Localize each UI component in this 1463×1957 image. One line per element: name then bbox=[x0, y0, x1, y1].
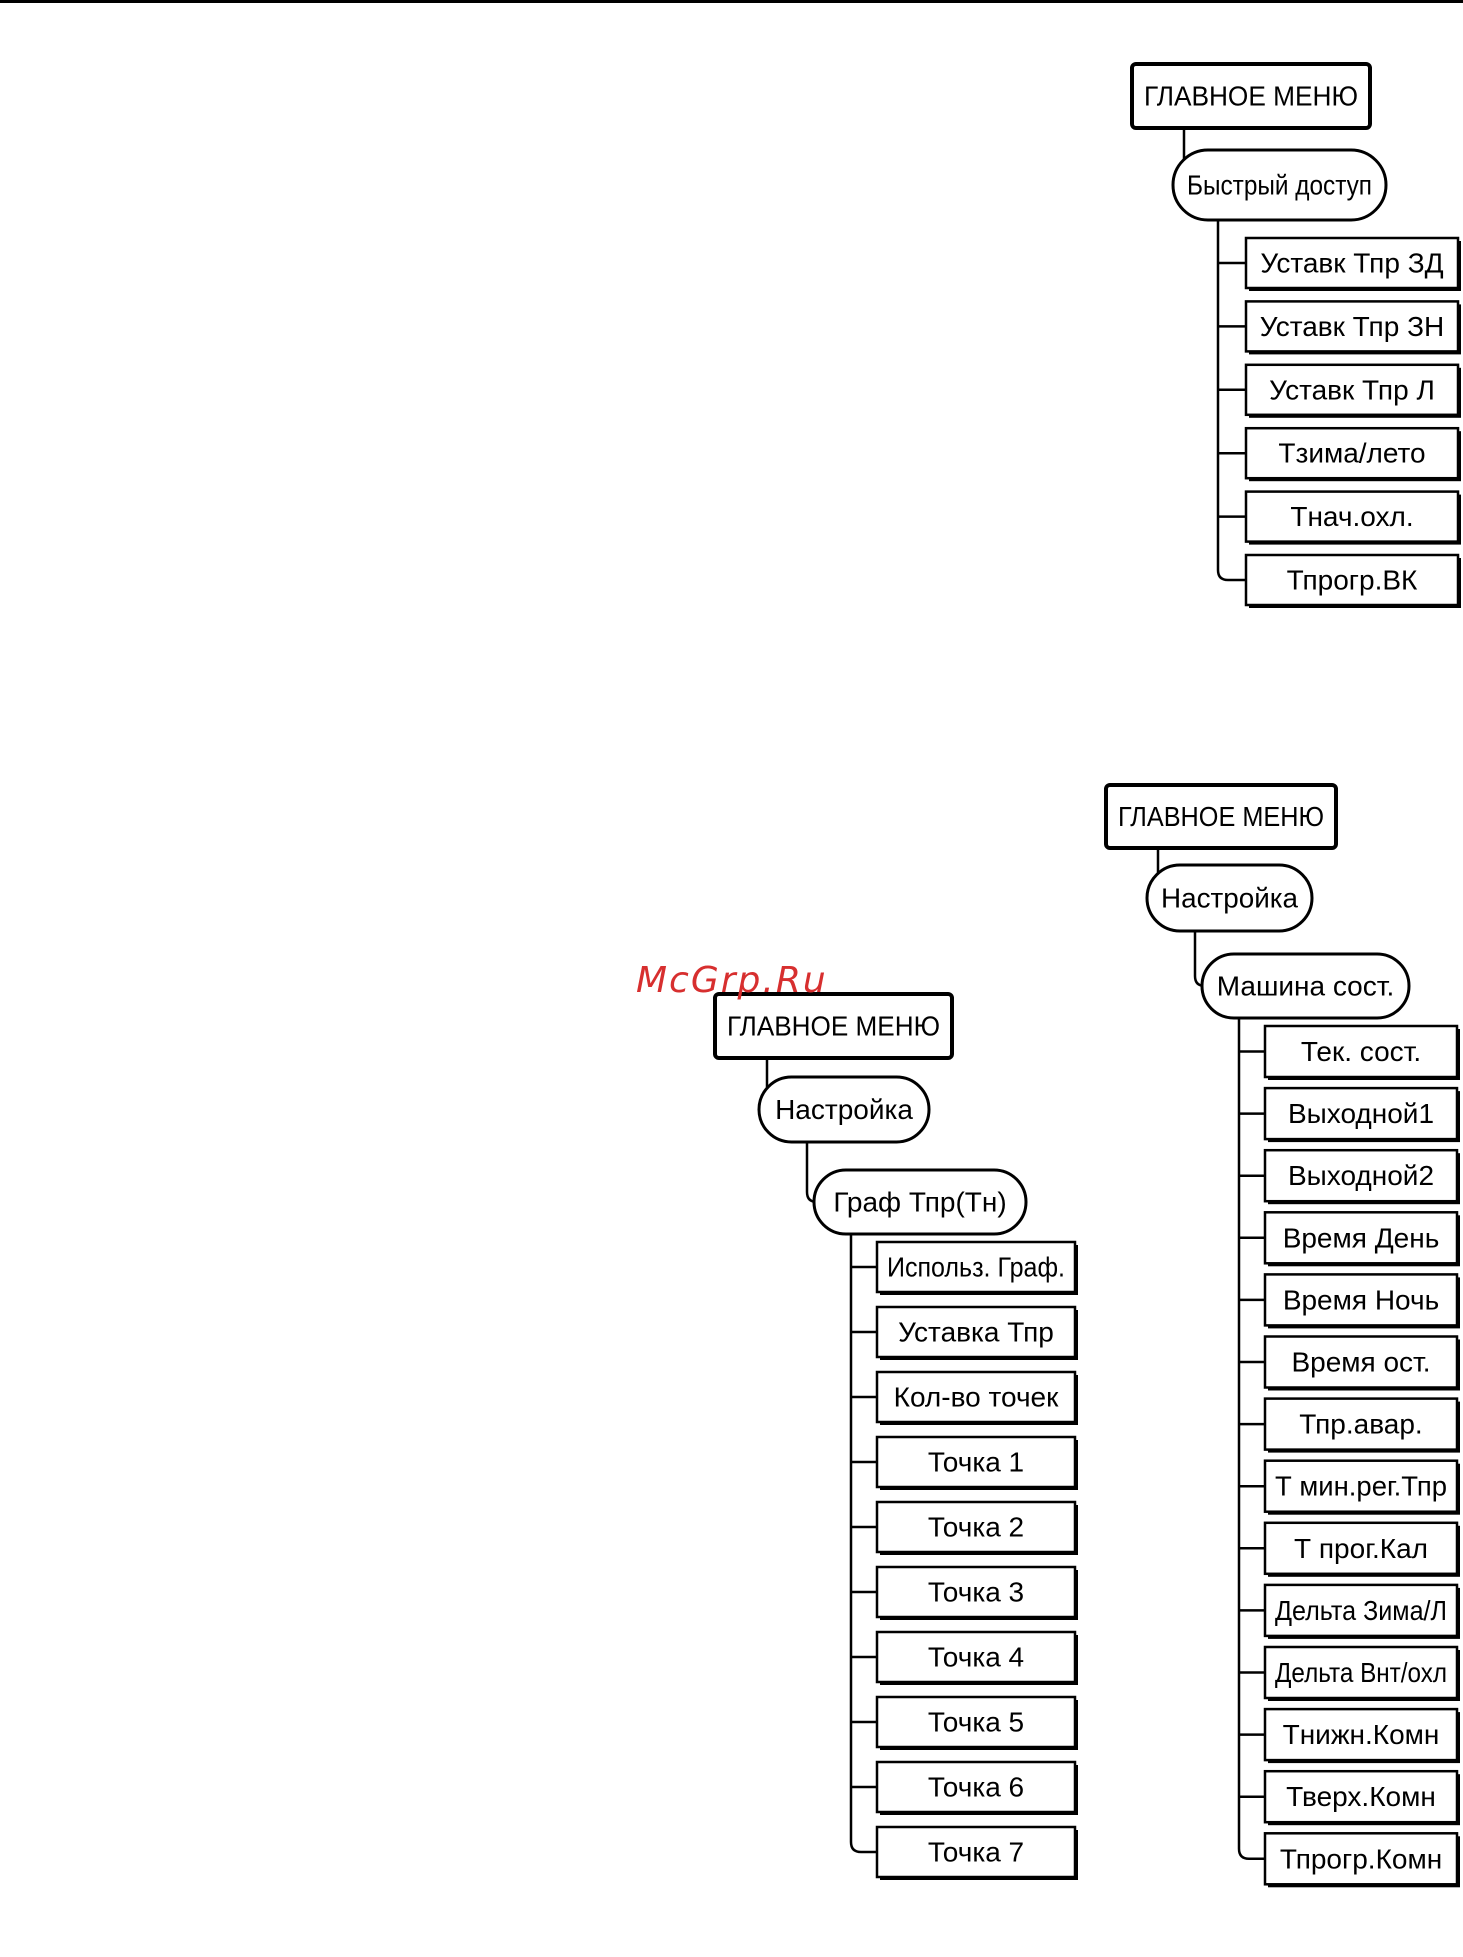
submenu-oval bbox=[812, 1168, 1028, 1236]
submenu-oval bbox=[1171, 148, 1388, 222]
submenu-oval bbox=[1200, 952, 1411, 1020]
menu-item-label: Точка 3 bbox=[928, 1577, 1024, 1608]
menu-item-label: Точка 2 bbox=[928, 1512, 1024, 1543]
menu-item-label: Уставк Тпр ЗД bbox=[1260, 248, 1443, 279]
menu-item-label: Уставка Тпр bbox=[898, 1317, 1054, 1348]
main-menu-box bbox=[1104, 783, 1338, 850]
menu-item-box bbox=[1244, 363, 1460, 417]
menu-item-box bbox=[1244, 300, 1460, 353]
submenu-label: Быстрый доступ bbox=[1187, 170, 1372, 201]
menu-item-label: Дельта Зима/Л bbox=[1275, 1595, 1447, 1626]
menu-tree-2 bbox=[713, 992, 1078, 1880]
menu-item-box bbox=[875, 1370, 1077, 1424]
menu-item-label: Выходной2 bbox=[1288, 1160, 1434, 1191]
menu-item-box bbox=[875, 1435, 1077, 1489]
menu-item-label: Тнижн.Комн bbox=[1283, 1719, 1440, 1750]
items-spine-line bbox=[849, 1234, 877, 1854]
menu-item-box bbox=[1263, 1335, 1459, 1389]
main-menu-box bbox=[1130, 62, 1372, 130]
menu-item-box bbox=[1263, 1769, 1459, 1824]
menu-item-label: Выходной1 bbox=[1288, 1098, 1434, 1129]
menu-item-box bbox=[1263, 1397, 1459, 1451]
menu-item-box bbox=[875, 1565, 1077, 1619]
menu-item-box bbox=[1263, 1459, 1459, 1513]
menu-item-box bbox=[875, 1825, 1077, 1879]
menu-item-label: Точка 1 bbox=[928, 1447, 1024, 1478]
main-menu-box bbox=[713, 992, 954, 1060]
menu-item-box bbox=[875, 1240, 1077, 1294]
menu-item-label: Кол-во точек bbox=[894, 1382, 1059, 1413]
menu-item-box bbox=[1244, 236, 1460, 290]
items-spine-line bbox=[1237, 1018, 1265, 1861]
menu-item-box bbox=[1263, 1583, 1459, 1638]
submenu-oval bbox=[757, 1075, 931, 1144]
menu-item-box bbox=[1263, 1211, 1459, 1265]
menu-item-label: Т мин.рег.Тпр bbox=[1275, 1471, 1447, 1502]
top-border-line bbox=[0, 0, 1463, 3]
menu-item-box bbox=[1263, 1273, 1459, 1327]
menu-item-label: Точка 4 bbox=[928, 1642, 1024, 1673]
menu-item-label: Время День bbox=[1283, 1222, 1440, 1253]
menu-item-box bbox=[1244, 553, 1460, 607]
menu-item-label: Тверх.Комн bbox=[1286, 1781, 1436, 1812]
menu-item-box bbox=[1263, 1148, 1459, 1203]
menu-item-box bbox=[875, 1760, 1077, 1814]
menu-item-label: Тпр.авар. bbox=[1299, 1409, 1422, 1440]
menu-item-box bbox=[1263, 1086, 1459, 1141]
menu-item-label: Точка 7 bbox=[928, 1837, 1024, 1868]
menu-item-box bbox=[875, 1695, 1077, 1749]
menu-item-label: Время ост. bbox=[1291, 1347, 1430, 1378]
items-spine-line bbox=[1216, 220, 1246, 582]
menu-item-box bbox=[875, 1500, 1077, 1554]
menu-item-label: Тпрогр.Комн bbox=[1280, 1843, 1442, 1874]
menu-item-label: Уставк Тпр ЗН bbox=[1260, 311, 1444, 342]
menu-item-box bbox=[1244, 490, 1460, 543]
menu-item-label: Т прог.Кал bbox=[1294, 1533, 1428, 1564]
main-menu-label: ГЛАВНОЕ МЕНЮ bbox=[1118, 801, 1324, 832]
submenu-label: Настройка bbox=[775, 1094, 913, 1125]
menu-item-box bbox=[1263, 1707, 1459, 1762]
menu-tree-0 bbox=[1130, 62, 1461, 608]
submenu-label: Настройка bbox=[1161, 883, 1298, 914]
menu-item-box bbox=[1244, 426, 1460, 480]
menu-item-label: Тек. сост. bbox=[1301, 1036, 1421, 1067]
menu-item-label: Точка 5 bbox=[928, 1707, 1024, 1738]
menu-item-box bbox=[1263, 1024, 1459, 1079]
submenu-label: Граф Тпр(Тн) bbox=[833, 1187, 1006, 1218]
watermark-text: McGrp.Ru bbox=[636, 960, 828, 1001]
menu-item-box bbox=[1263, 1832, 1459, 1886]
menu-item-label: Точка 6 bbox=[928, 1772, 1024, 1803]
menu-item-box bbox=[1263, 1521, 1459, 1576]
menu-item-label: Тнач.охл. bbox=[1290, 501, 1413, 532]
menu-item-label: Уставк Тпр Л bbox=[1269, 374, 1435, 405]
menu-item-label: Использ. Граф. bbox=[887, 1252, 1065, 1283]
main-menu-label: ГЛАВНОЕ МЕНЮ bbox=[727, 1011, 940, 1042]
menu-item-label: Дельта Внт/охл bbox=[1275, 1657, 1447, 1688]
menu-tree-1 bbox=[1104, 783, 1460, 1888]
submenu-label: Машина сост. bbox=[1217, 971, 1395, 1002]
main-menu-label: ГЛАВНОЕ МЕНЮ bbox=[1144, 81, 1358, 112]
submenu-oval bbox=[1145, 863, 1314, 933]
menu-item-box bbox=[1263, 1645, 1459, 1700]
menu-item-box bbox=[875, 1305, 1077, 1359]
menu-item-label: Время Ночь bbox=[1283, 1284, 1439, 1315]
menu-item-label: Тзима/лето bbox=[1278, 438, 1425, 469]
menu-item-label: Тпрогр.ВК bbox=[1287, 565, 1418, 596]
menu-item-box bbox=[875, 1630, 1077, 1684]
